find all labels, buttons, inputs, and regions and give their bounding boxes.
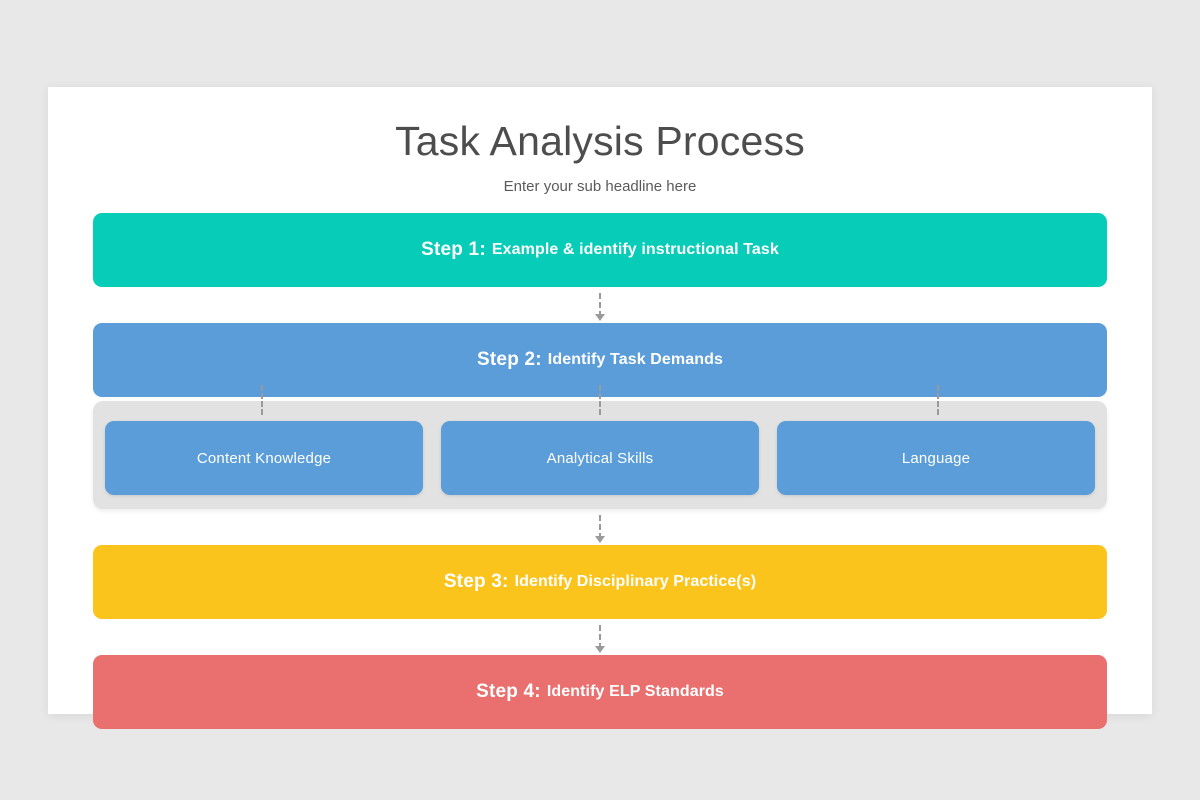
dashed-line	[937, 385, 939, 416]
dashed-line	[599, 385, 601, 416]
sub-item-label: Analytical Skills	[546, 449, 654, 467]
arrow-down-icon	[595, 646, 605, 654]
sub-items-group: Content Knowledge Analytical Skills Lang…	[93, 385, 1107, 510]
sub-connector-cell	[93, 385, 431, 419]
step-4-bar[interactable]: Step 4: Identify ELP Standards	[93, 655, 1107, 730]
sub-item-label: Content Knowledge	[196, 449, 332, 467]
step-2-bar[interactable]: Step 2: Identify Task Demands	[93, 323, 1107, 398]
dashed-line	[599, 293, 601, 318]
sub-item-label: Language	[901, 449, 971, 467]
step-1-text: Example & identify instructional Task	[491, 241, 779, 259]
arrow-down-icon	[595, 536, 605, 544]
step-1-bar[interactable]: Step 1: Example & identify instructional…	[93, 213, 1107, 288]
step-2-label: Step 2:	[477, 349, 542, 371]
sub-items-row: Content Knowledge Analytical Skills Lang…	[105, 421, 1095, 496]
process-flow: Step 1: Example & identify instructional…	[93, 195, 1107, 730]
sub-item-analytical-skills[interactable]: Analytical Skills	[441, 421, 759, 496]
step-3-bar[interactable]: Step 3: Identify Disciplinary Practice(s…	[93, 545, 1107, 620]
sub-item-language[interactable]: Language	[777, 421, 1095, 496]
sub-item-content-knowledge[interactable]: Content Knowledge	[105, 421, 423, 496]
connector-subgroup-step3	[93, 509, 1107, 545]
slide-card: Task Analysis Process Enter your sub hea…	[48, 87, 1152, 730]
arrow-down-icon	[595, 314, 605, 322]
step-3-text: Identify Disciplinary Practice(s)	[514, 573, 757, 591]
connector-step3-step4	[93, 619, 1107, 655]
step-4-text: Identify ELP Standards	[546, 683, 724, 701]
step-2-text: Identify Task Demands	[547, 351, 723, 369]
dashed-line	[261, 385, 263, 416]
dashed-line	[599, 515, 601, 540]
page-title: Task Analysis Process	[395, 118, 805, 164]
sub-connector-cell	[431, 385, 769, 419]
sub-connectors	[93, 385, 1107, 419]
step-1-label: Step 1:	[421, 239, 486, 261]
dashed-line	[599, 625, 601, 650]
step-3-label: Step 3:	[443, 571, 509, 593]
page-subtitle: Enter your sub headline here	[503, 178, 697, 196]
connector-step1-step2	[93, 287, 1107, 323]
sub-connector-cell	[769, 385, 1107, 419]
step-4-label: Step 4:	[476, 681, 541, 703]
